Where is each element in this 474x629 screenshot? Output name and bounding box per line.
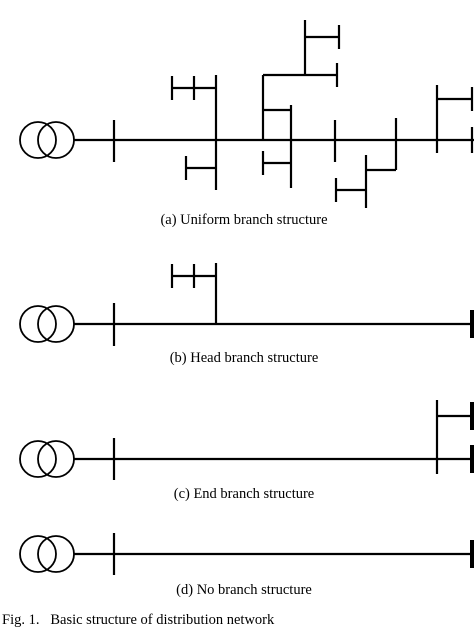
transformer-icon bbox=[19, 440, 75, 478]
caption-b: (b) Head branch structure bbox=[170, 350, 319, 366]
transformer-icon bbox=[19, 305, 75, 343]
figure-caption: Fig. 1. Basic structure of distribution … bbox=[2, 612, 275, 628]
diagram-d: (d) No branch structure bbox=[19, 533, 474, 598]
branch-node-366 bbox=[334, 118, 398, 208]
diagram-b: (b) Head branch structure bbox=[19, 263, 474, 366]
head-branch bbox=[170, 263, 218, 324]
end-branch bbox=[435, 400, 474, 474]
transformer-icon bbox=[19, 535, 75, 573]
caption-a: (a) Uniform branch structure bbox=[160, 212, 327, 228]
transformer-icon bbox=[19, 121, 75, 159]
caption-c: (c) End branch structure bbox=[174, 486, 315, 502]
caption-d: (d) No branch structure bbox=[176, 582, 312, 598]
branch-node-437 bbox=[435, 85, 474, 153]
branch-node-216 bbox=[170, 75, 218, 190]
diagram-a: (a) Uniform branch structure bbox=[19, 20, 474, 228]
branch-node-291 bbox=[261, 20, 341, 188]
diagram-c: (c) End branch structure bbox=[19, 400, 474, 502]
